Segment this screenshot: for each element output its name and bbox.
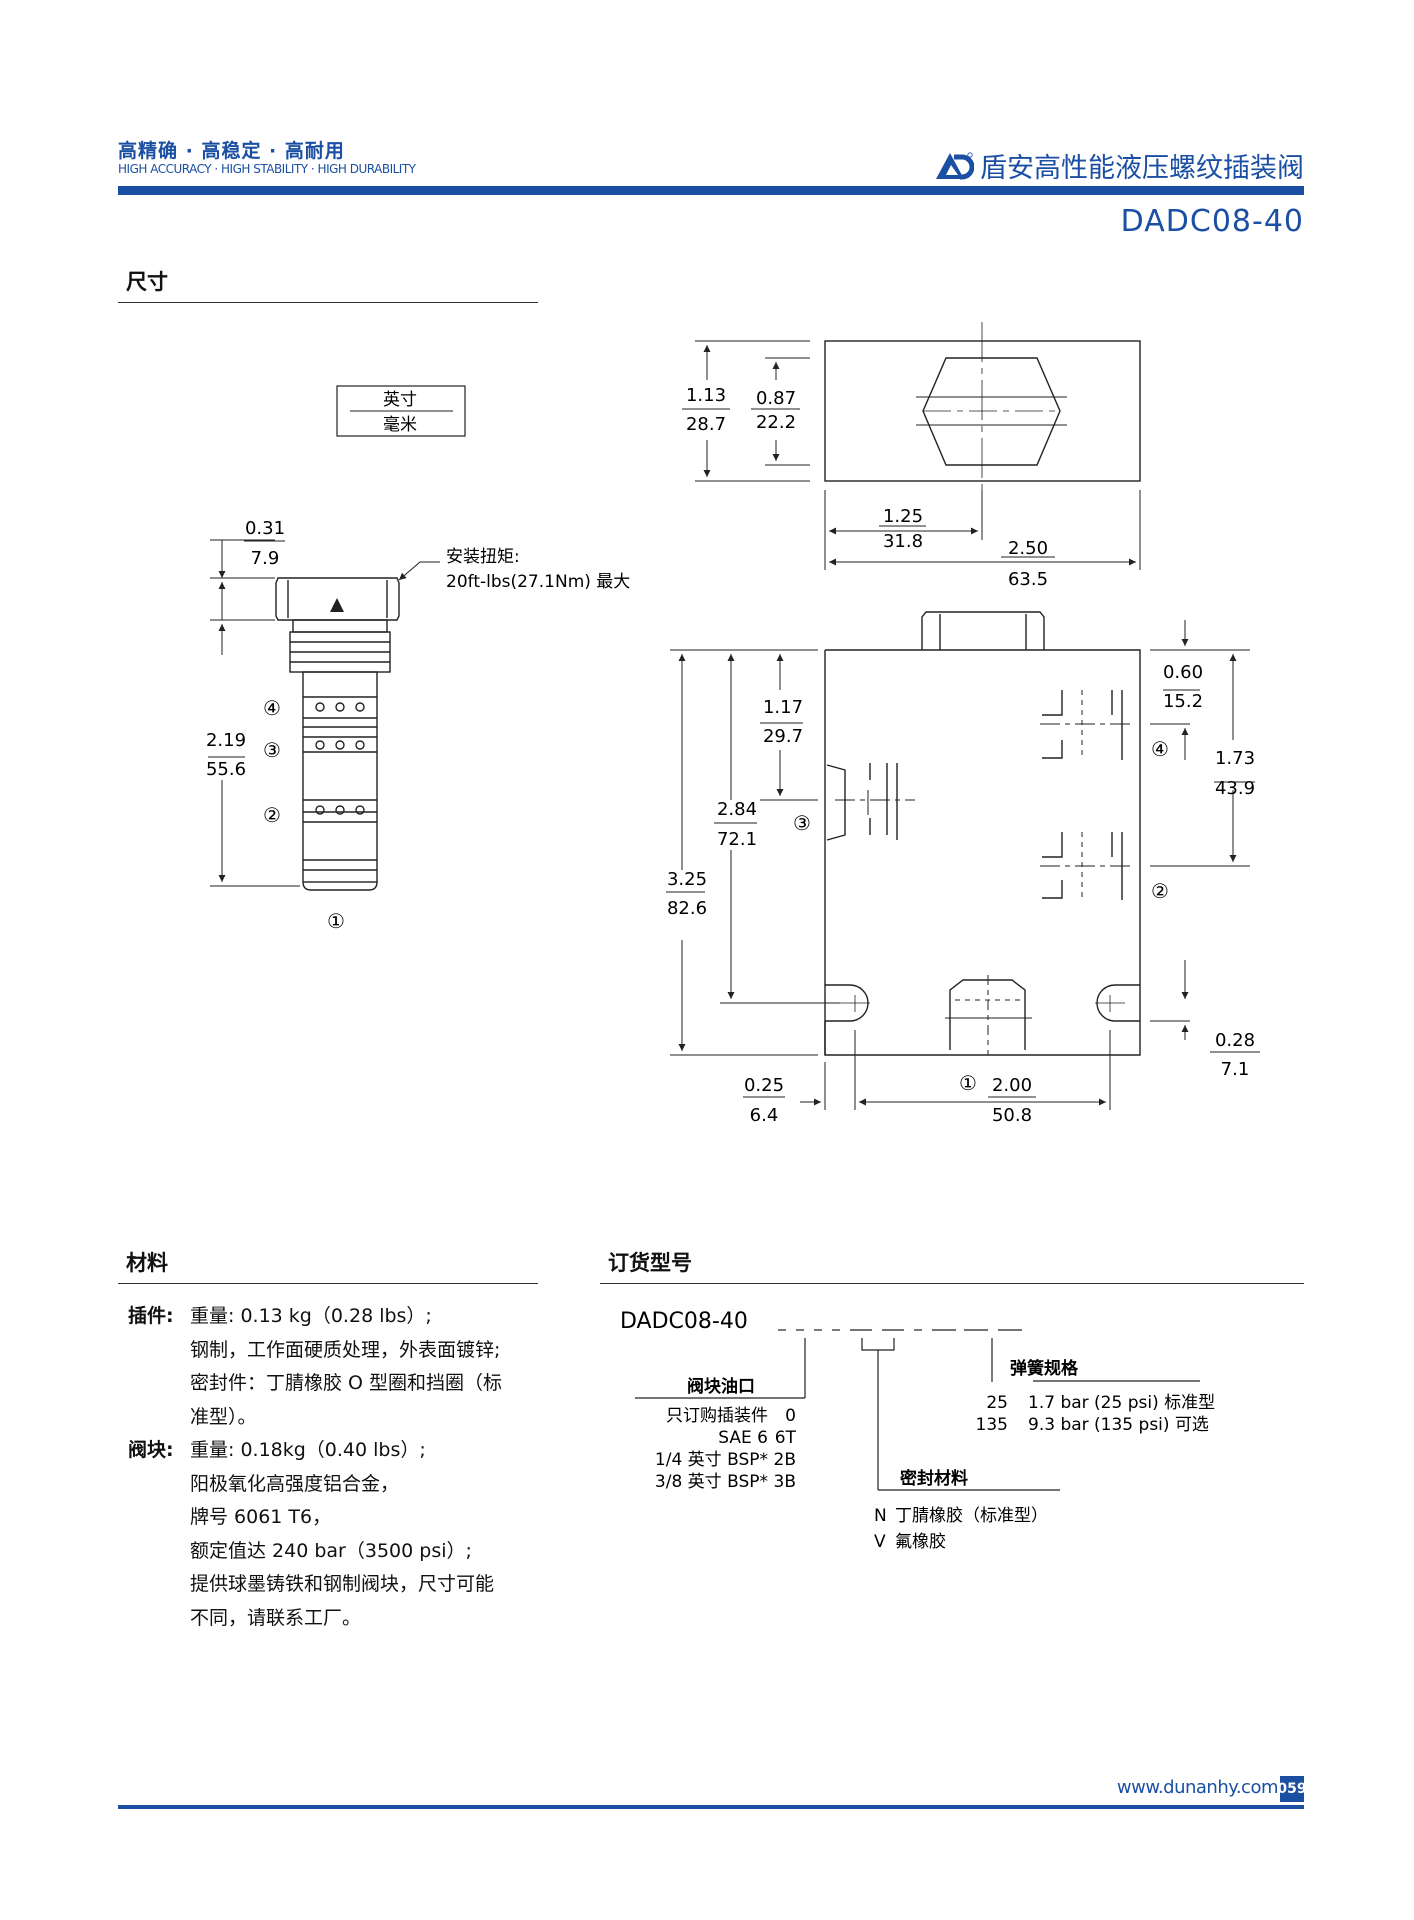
port-desc-1: SAE 6 — [718, 1428, 768, 1448]
dim-front-3-in: 3.25 — [667, 869, 707, 890]
dim-front-3-mm: 82.6 — [667, 898, 707, 919]
model-title: DADC08-40 — [1120, 204, 1304, 239]
footer-bar — [118, 1805, 1304, 1809]
legend-mm: 毫米 — [383, 415, 417, 435]
dim-front-4-in: 0.60 — [1163, 662, 1203, 683]
port-code-3: 3B — [774, 1472, 796, 1492]
dimensions-divider — [118, 302, 538, 303]
dim-front-5-in: 1.73 — [1215, 748, 1255, 769]
torque-label: 安装扭矩: — [446, 547, 520, 567]
body-line: 重量: 0.18kg（0.40 lbs）; — [190, 1439, 426, 1461]
port-desc-0: 只订购插装件 — [666, 1406, 768, 1426]
brand-name: 盾安高性能液压螺纹插装阀 — [980, 153, 1304, 184]
legend-inch: 英寸 — [383, 390, 417, 410]
dim-front-1-in: 1.17 — [763, 697, 803, 718]
header-slogan-cn: 高精确 · 高稳定 · 高耐用 — [118, 140, 345, 162]
dim-front-4-mm: 15.2 — [1163, 691, 1203, 712]
seal-desc-0: 丁腈橡胶（标准型） — [895, 1506, 1048, 1526]
block-port-2: ② — [1151, 879, 1169, 903]
seal-title: 密封材料 — [900, 1468, 968, 1489]
dim-front-1-mm: 29.7 — [763, 726, 803, 747]
cartridge-line: 准型）。 — [190, 1405, 257, 1428]
block-port-3: ③ — [793, 811, 811, 835]
brand: 盾安高性能液压螺纹插装阀 — [934, 146, 1304, 185]
port-code-2: 2B — [774, 1450, 796, 1470]
spring-desc-1: 9.3 bar (135 psi) 可选 — [1028, 1415, 1209, 1435]
body-line: 提供球墨铸铁和钢制阀块，尺寸可能 — [190, 1573, 495, 1595]
materials-text: 插件: 重量: 0.13 kg（0.28 lbs）; 钢制，工作面硬质处理，外表面… — [128, 1300, 502, 1635]
dim-front-2-in: 2.84 — [717, 799, 757, 820]
dim-top-4-in: 2.50 — [1008, 538, 1048, 559]
body-line: 不同，请联系工厂。 — [190, 1606, 362, 1629]
dimensions-title: 尺寸 — [126, 270, 168, 294]
footer-url[interactable]: www.dunanhy.com — [1116, 1777, 1279, 1798]
front-view — [824, 611, 1141, 1056]
dim-cart-len-in: 2.19 — [206, 730, 246, 751]
seal-code-0: N — [874, 1506, 887, 1526]
body-line: 牌号 6061 T6， — [190, 1506, 332, 1528]
top-view — [824, 322, 1141, 500]
unit-legend: 英寸 毫米 — [336, 385, 466, 437]
dim-top-1-mm: 28.7 — [686, 414, 726, 435]
dim-front-8-mm: 50.8 — [992, 1105, 1032, 1126]
dim-front-7-mm: 6.4 — [750, 1105, 779, 1126]
body-line: 阳极氧化高强度铝合金， — [190, 1472, 400, 1495]
dim-top-4-mm: 63.5 — [1008, 569, 1048, 590]
dim-front-7-in: 0.25 — [744, 1075, 784, 1096]
cartridge-label: 插件: — [128, 1305, 174, 1327]
dim-front-6-mm: 7.1 — [1221, 1059, 1250, 1080]
cartridge-drawing — [275, 577, 400, 891]
port-desc-2: 1/4 英寸 BSP* — [655, 1450, 768, 1470]
dim-front-6-in: 0.28 — [1215, 1030, 1255, 1051]
body-label: 阀块: — [128, 1439, 174, 1461]
ordering-divider — [600, 1283, 1304, 1284]
port-code-1: 6T — [775, 1428, 797, 1448]
top-view-dims — [682, 340, 1141, 570]
torque-value: 20ft-lbs(27.1Nm) 最大 — [446, 572, 630, 592]
spring-code-1: 135 — [976, 1415, 1008, 1435]
cart-port-1: ① — [327, 909, 345, 933]
header-slogan-en: HIGH ACCURACY · HIGH STABILITY · HIGH DU… — [118, 162, 416, 176]
materials-title: 材料 — [126, 1251, 168, 1275]
dim-front-8-in: 2.00 — [992, 1075, 1032, 1096]
cartridge-line: 密封件：丁腈橡胶 O 型圈和挡圈（标 — [190, 1372, 503, 1394]
dim-nut-mm: 7.9 — [251, 548, 280, 569]
block-port-4: ④ — [1151, 737, 1169, 761]
cartridge-dims — [208, 539, 440, 887]
dim-top-1-in: 1.13 — [686, 385, 726, 406]
spring-code-0: 25 — [986, 1393, 1008, 1413]
dimension-drawings: 英寸 毫米 — [206, 322, 1260, 1126]
dim-front-2-mm: 72.1 — [717, 829, 757, 850]
cartridge-line: 重量: 0.13 kg（0.28 lbs）; — [190, 1305, 432, 1327]
dim-top-3-in: 1.25 — [883, 506, 923, 527]
dim-nut-in: 0.31 — [245, 518, 285, 539]
materials-divider — [118, 1283, 538, 1284]
dim-cart-len-mm: 55.6 — [206, 759, 246, 780]
spring-desc-0: 1.7 bar (25 psi) 标准型 — [1028, 1393, 1215, 1413]
header-bar — [118, 186, 1304, 195]
page-number: 059 — [1277, 1776, 1307, 1802]
port-code-0: 0 — [785, 1406, 796, 1426]
dim-top-2-in: 0.87 — [756, 388, 796, 409]
cartridge-line: 钢制，工作面硬质处理，外表面镀锌; — [190, 1338, 501, 1361]
dim-top-3-mm: 31.8 — [883, 531, 923, 552]
cart-port-2: ② — [263, 803, 281, 827]
port-title: 阀块油口 — [687, 1376, 755, 1397]
cart-port-3: ③ — [263, 738, 281, 762]
front-view-dims — [666, 620, 1260, 1110]
ordering-model: DADC08-40 — [620, 1309, 748, 1334]
body-line: 额定值达 240 bar（3500 psi）; — [190, 1539, 472, 1562]
spring-title: 弹簧规格 — [1010, 1358, 1079, 1379]
dim-top-2-mm: 22.2 — [756, 412, 796, 433]
seal-code-1: V — [874, 1532, 886, 1552]
port-desc-3: 3/8 英寸 BSP* — [655, 1472, 768, 1492]
block-port-1: ① — [959, 1071, 977, 1095]
brand-logo-icon — [936, 151, 974, 179]
seal-desc-1: 氟橡胶 — [895, 1532, 946, 1552]
dim-front-5-mm: 43.9 — [1215, 778, 1255, 799]
cart-port-4: ④ — [263, 696, 281, 720]
ordering-title: 订货型号 — [608, 1251, 692, 1275]
ordering-code-diagram: DADC08-40 阀块油口 只订购插装件 0 SAE 6 6T 1/4 英寸 … — [620, 1309, 1215, 1552]
